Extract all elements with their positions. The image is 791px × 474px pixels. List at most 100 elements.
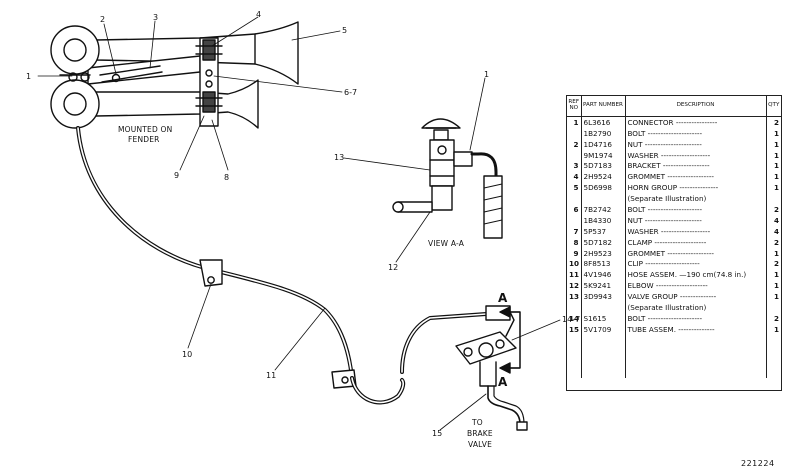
description-cell: BOLT ---------------------	[624, 204, 766, 216]
qty-cell: 1	[765, 171, 781, 183]
part-number-cell	[580, 334, 625, 346]
part-number-cell: 5K9241	[580, 280, 625, 292]
ref-no-cell: 6	[573, 204, 579, 214]
table-row	[567, 356, 781, 368]
ref-no-cell	[567, 193, 581, 204]
qty-cell: 2	[765, 258, 781, 270]
air-horn-assembly	[50, 21, 299, 129]
ref-no-cell: 11	[569, 270, 580, 280]
part-number-cell: 6L3616	[580, 116, 625, 128]
callout-14-7: 14-7	[562, 315, 580, 324]
section-marker-bottom: A	[498, 375, 508, 389]
callout-6-7: 6-7	[344, 88, 357, 97]
ref-no-cell	[567, 367, 581, 378]
qty-cell: 1	[765, 127, 781, 139]
callout-11: 11	[266, 371, 276, 380]
qty-cell: 1	[765, 269, 781, 281]
callout-9: 9	[174, 171, 179, 180]
ref-no-cell: 12	[569, 281, 580, 291]
ref-no-cell	[567, 357, 581, 368]
qty-cell: 2	[765, 116, 781, 128]
callout-15: 15	[432, 429, 442, 438]
ref-no-cell: 2	[573, 139, 579, 149]
caption-to: TO	[471, 418, 483, 427]
qty-cell	[765, 334, 781, 346]
ref-no-cell	[567, 302, 581, 313]
qty-cell: 1	[765, 280, 781, 292]
part-number-cell: 5P537	[580, 225, 625, 237]
part-number-cell: 4V1946	[580, 269, 625, 281]
table-row	[567, 334, 781, 346]
part-number-cell	[580, 302, 625, 314]
hose-assembly	[76, 126, 406, 405]
ref-no-cell	[567, 346, 581, 357]
section-line-a-a	[499, 306, 521, 374]
header-ref-no: REF NO	[567, 96, 581, 117]
part-number-cell: 5V1709	[580, 323, 625, 335]
ref-no-cell	[567, 335, 581, 346]
part-number-cell: 5D7182	[580, 236, 625, 248]
part-number-cell	[580, 367, 625, 379]
qty-cell: 1	[765, 323, 781, 335]
ref-no-cell: 14	[569, 313, 580, 323]
caption-brake: BRAKE	[467, 429, 493, 438]
qty-cell: 1	[765, 138, 781, 150]
qty-cell	[765, 193, 781, 205]
description-cell	[624, 367, 766, 379]
description-cell: GROMMET ------------------	[624, 171, 766, 183]
callout-8: 8	[224, 173, 229, 182]
header-description: DESCRIPTION	[624, 96, 766, 117]
part-number-cell: 3D9943	[580, 291, 625, 303]
description-cell: TUBE ASSEM. --------------	[624, 323, 766, 335]
ref-no-cell: 5	[573, 183, 579, 193]
part-number-cell: 5D7183	[580, 160, 625, 172]
description-cell	[624, 356, 766, 368]
brake-valve-assembly	[400, 305, 528, 431]
table-row	[567, 345, 781, 357]
part-number-cell: 1B4330	[580, 215, 625, 226]
caption-mounted-on: MOUNTED ON	[118, 125, 172, 134]
description-cell: CLAMP --------------------	[624, 236, 766, 248]
callout-numbers: 1 2 3 4 5 6-7 9 8 1 13 12 10 11 14-7 15	[26, 10, 580, 438]
section-marker-top: A	[498, 291, 508, 305]
caption-valve: VALVE	[468, 440, 492, 449]
qty-cell: 4	[765, 225, 781, 237]
callout-1-horn: 1	[26, 72, 31, 81]
qty-cell: 2	[765, 236, 781, 248]
part-number-cell: 7B2742	[580, 204, 625, 216]
part-number-cell: 2H9523	[580, 247, 625, 259]
ref-no-cell: 13	[569, 292, 580, 302]
header-part-number: PART NUMBER	[580, 96, 625, 117]
description-cell: BRACKET ------------------	[624, 160, 766, 172]
table-row: (Separate Illustration)	[567, 302, 781, 314]
ref-no-cell	[567, 150, 581, 161]
description-cell: BOLT ---------------------	[624, 313, 766, 324]
description-cell: ELBOW --------------------	[624, 280, 766, 292]
description-cell: NUT ----------------------	[624, 215, 766, 226]
description-cell	[624, 345, 766, 357]
qty-cell: 1	[765, 291, 781, 303]
description-cell: GROMMET ------------------	[624, 247, 766, 259]
qty-cell: 1	[765, 182, 781, 194]
part-number-cell: 1B2790	[580, 127, 625, 139]
qty-cell: 2	[765, 313, 781, 324]
valve-group-view	[392, 118, 503, 239]
ref-no-cell: 3	[573, 161, 579, 171]
ref-no-cell: 8	[573, 237, 579, 247]
part-number-cell: 8F8513	[580, 258, 625, 270]
part-number-cell: S1615	[580, 313, 625, 324]
part-number-cell	[580, 345, 625, 357]
